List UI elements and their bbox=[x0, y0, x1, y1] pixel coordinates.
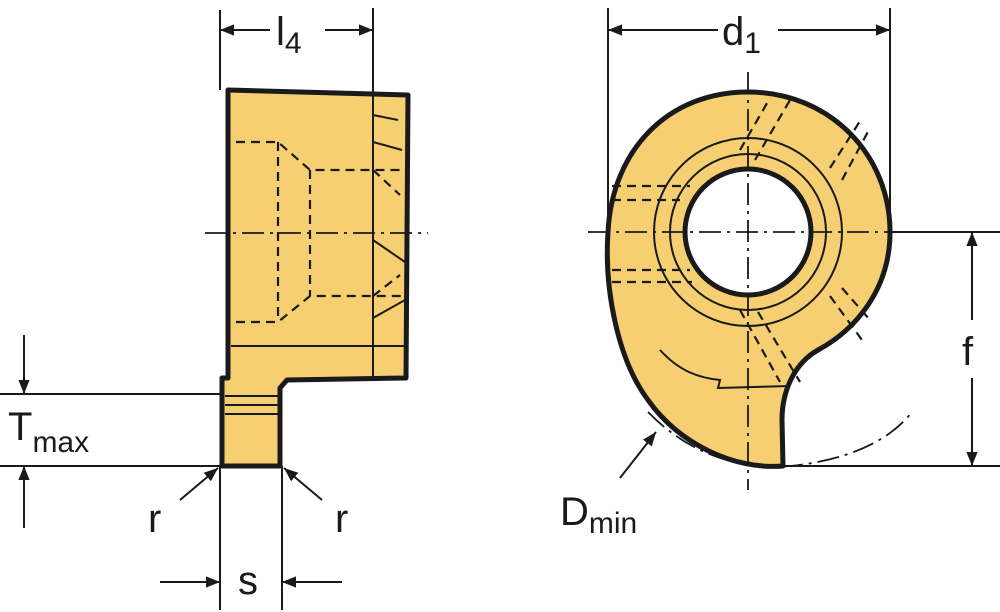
s-label: s bbox=[238, 559, 258, 603]
svg-text:Dmin: Dmin bbox=[560, 490, 637, 540]
svg-text:d1: d1 bbox=[722, 10, 761, 60]
svg-text:l4: l4 bbox=[276, 10, 302, 60]
dimension-d1: d1 bbox=[607, 8, 891, 232]
t-max-label: T bbox=[8, 405, 32, 449]
d-min-subscript: min bbox=[589, 507, 637, 540]
l4-label: l bbox=[276, 10, 285, 54]
dimension-d-min: Dmin bbox=[560, 431, 657, 540]
dimension-f: f bbox=[783, 231, 1000, 467]
dimension-t-max: Tmax bbox=[0, 335, 222, 528]
t-max-subscript: max bbox=[32, 426, 89, 459]
f-label: f bbox=[962, 330, 974, 374]
d1-label: d bbox=[722, 10, 744, 54]
insert-side-body bbox=[219, 87, 411, 469]
radius-callouts: r r bbox=[148, 467, 348, 541]
l4-subscript: 4 bbox=[285, 27, 302, 60]
dimension-l4: l4 bbox=[219, 8, 374, 92]
dimension-s: s bbox=[160, 466, 342, 610]
r-left-label: r bbox=[148, 497, 161, 541]
d-min-label: D bbox=[560, 490, 589, 534]
svg-text:Tmax: Tmax bbox=[8, 405, 89, 459]
side-view bbox=[205, 87, 428, 469]
r-right-label: r bbox=[335, 497, 348, 541]
front-view bbox=[588, 72, 918, 490]
d1-subscript: 1 bbox=[744, 27, 761, 60]
